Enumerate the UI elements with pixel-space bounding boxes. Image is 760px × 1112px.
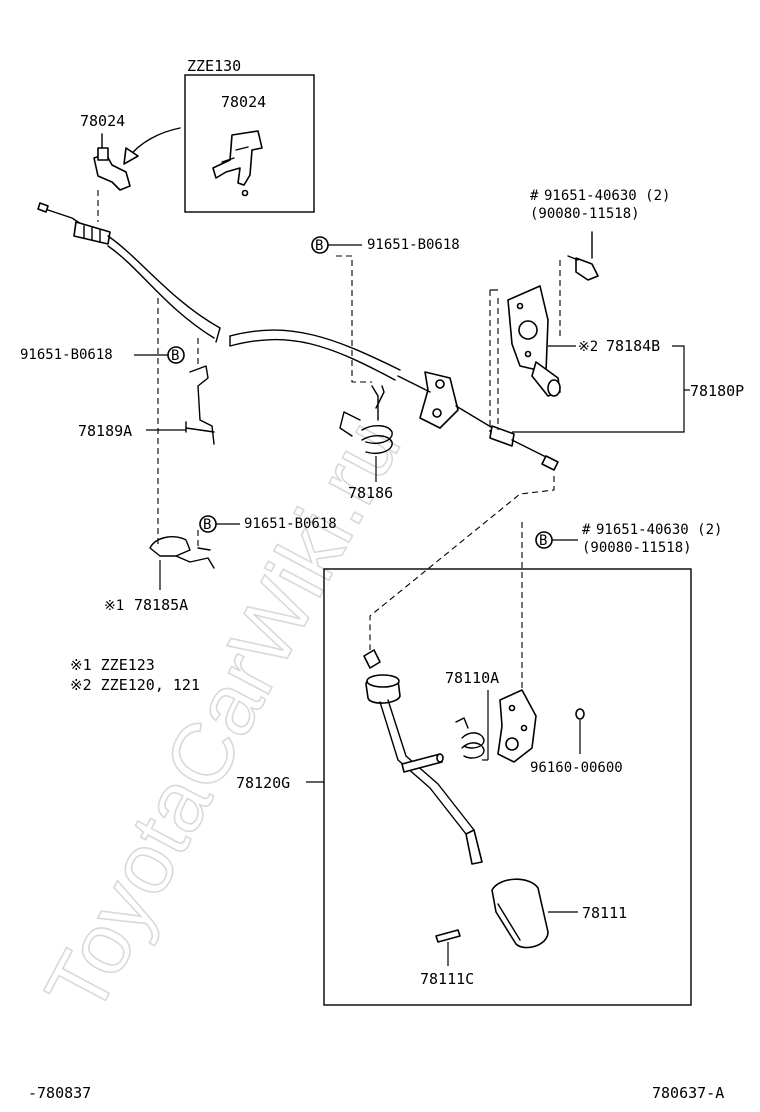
footer-left-code: -780837 xyxy=(28,1084,91,1102)
hash-mark-bottom: # xyxy=(582,522,591,538)
bracket-78110A xyxy=(497,689,537,763)
note-mark-2: ※2 xyxy=(578,339,598,355)
label-91651-B0618-b: 91651-B0618 xyxy=(20,347,113,363)
spring-78110A xyxy=(455,717,485,759)
pedal-arm-78120G xyxy=(363,649,483,865)
label-78024-inset: 78024 xyxy=(221,93,266,111)
inset-arrow-head xyxy=(123,147,139,165)
label-91651-40630-bottom: 91651-40630 (2) xyxy=(596,522,722,538)
note-zze120-121: ※2 ZZE120, 121 xyxy=(70,676,200,694)
label-90080-top: (90080-11518) xyxy=(530,206,640,222)
label-78111: 78111 xyxy=(582,904,627,922)
b-mark-3: B xyxy=(199,515,217,533)
label-78186: 78186 xyxy=(348,484,393,502)
b-mark-1: B xyxy=(311,236,329,254)
pin-78111C xyxy=(435,929,461,943)
note-zze123: ※1 ZZE123 xyxy=(70,656,155,674)
pedal-box xyxy=(323,568,692,1006)
label-78189A: 78189A xyxy=(78,422,132,440)
bolt-91651-top xyxy=(567,231,599,281)
throttle-cable xyxy=(37,202,559,471)
label-78110A: 78110A xyxy=(445,669,499,687)
label-78184B: 78184B xyxy=(606,337,660,355)
label-78024-main: 78024 xyxy=(80,112,125,130)
label-91651-B0618-c: 91651-B0618 xyxy=(244,516,337,532)
note-mark-1: ※1 xyxy=(104,598,124,614)
bracket-78024 xyxy=(93,133,131,191)
hash-mark-top: # xyxy=(530,188,539,204)
b-mark-2: B xyxy=(167,346,185,364)
pedal-pad-78111 xyxy=(491,878,549,949)
bracket-78184B xyxy=(507,285,561,397)
label-78120G: 78120G xyxy=(236,774,290,792)
spring-78186 xyxy=(339,385,393,454)
b-mark-1-text: B xyxy=(315,238,323,254)
inset-arrow xyxy=(127,127,181,159)
label-96160-00600: 96160-00600 xyxy=(530,760,623,776)
inset-box xyxy=(184,74,315,213)
label-90080-bottom: (90080-11518) xyxy=(582,540,692,556)
b-mark-4-text: B xyxy=(539,533,547,549)
label-78185A: 78185A xyxy=(134,596,188,614)
clip-78189A xyxy=(185,365,215,445)
label-91651-B0618-a: 91651-B0618 xyxy=(367,237,460,253)
label-78180P: 78180P xyxy=(690,382,744,400)
inset-model-label: ZZE130 xyxy=(187,57,241,75)
b-mark-3-text: B xyxy=(203,517,211,533)
bracket-78024-inset xyxy=(212,130,263,197)
clamp-78185A xyxy=(149,536,215,569)
label-91651-40630-top: 91651-40630 (2) xyxy=(544,188,670,204)
b-mark-2-text: B xyxy=(171,348,179,364)
label-78111C: 78111C xyxy=(420,970,474,988)
b-mark-4: B xyxy=(535,531,553,549)
nut-96160 xyxy=(575,708,585,720)
footer-right-code: 780637-A xyxy=(652,1084,724,1102)
